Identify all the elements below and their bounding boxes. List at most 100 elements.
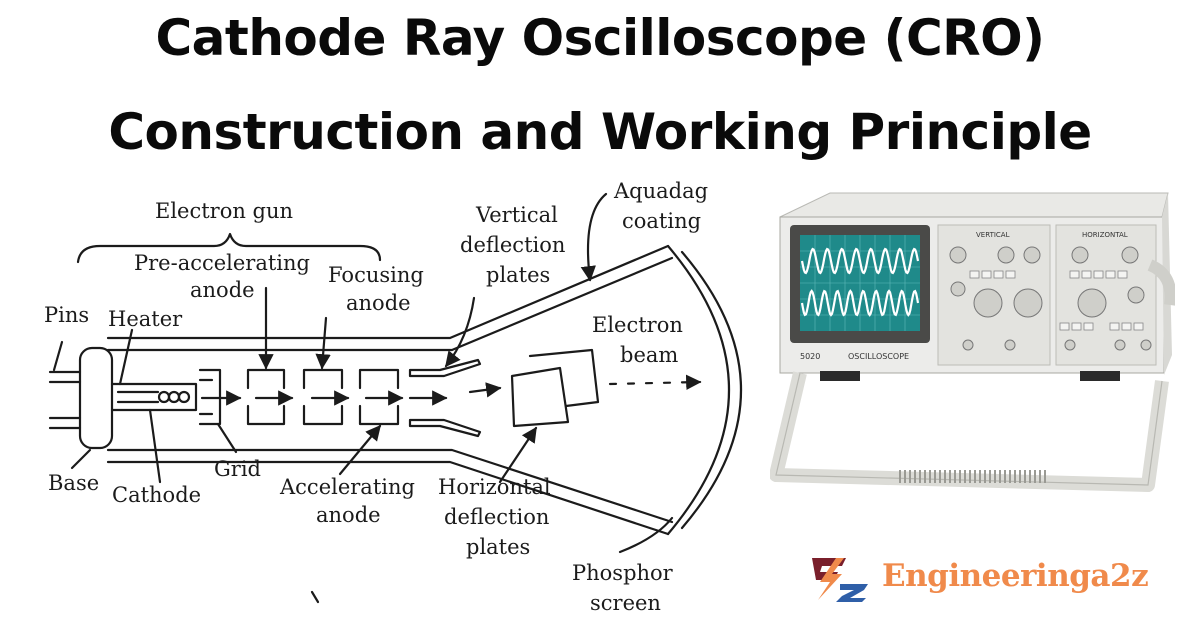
vertical-deflection-plate-bottom (408, 418, 482, 438)
scope-button (1059, 322, 1070, 331)
label-vertical-1: Vertical (475, 203, 558, 227)
scope-section-vertical: VERTICAL (976, 231, 1010, 239)
scope-knob (949, 246, 967, 264)
leader-aquadag (580, 192, 608, 282)
scope-knob (1121, 246, 1139, 264)
scope-foot-right (1080, 371, 1120, 381)
beam-arrow-6 (468, 382, 502, 398)
scope-knob (1064, 339, 1076, 351)
scope-knob (1023, 246, 1041, 264)
label-vertical-3: plates (486, 263, 550, 287)
heater-coil-2 (167, 390, 181, 404)
scope-trace-2 (800, 289, 920, 317)
heater-coil-1 (157, 390, 171, 404)
scope-knob (950, 281, 966, 297)
scope-button (1133, 322, 1144, 331)
label-horizontal-3: plates (466, 535, 530, 559)
leader-electron-gun-brace (76, 232, 382, 264)
leader-base (70, 448, 92, 470)
scope-knob (1077, 288, 1107, 318)
label-horizontal-2: deflection (444, 505, 549, 529)
scope-knob (1114, 339, 1126, 351)
cathode-cylinder (110, 382, 198, 412)
leader-horizontal-plates (498, 426, 538, 484)
scope-trace-1 (800, 247, 920, 275)
scope-button (1081, 270, 1092, 279)
tube-neck-inner-top (106, 256, 674, 352)
label-aquadag-2: coating (622, 209, 701, 233)
label-electron-gun: Electron gun (155, 199, 293, 223)
label-electron-beam-1: Electron (592, 313, 683, 337)
label-focusing-1: Focusing (328, 263, 424, 287)
label-heater: Heater (108, 307, 183, 331)
tube-neck-outer-bottom (106, 460, 670, 536)
label-pre-accelerating-2: anode (190, 278, 255, 302)
scope-button (1105, 270, 1116, 279)
label-phosphor-1: Phosphor (572, 561, 674, 585)
scope-section-horizontal: HORIZONTAL (1082, 231, 1128, 239)
scope-button (993, 270, 1004, 279)
cro-construction-diagram: Electron gun Pre-accelerating anode Focu… (44, 179, 742, 615)
horizontal-deflection-plate-back (528, 348, 600, 408)
focusing-anode (302, 368, 344, 426)
label-pins: Pins (44, 303, 89, 327)
label-pre-accelerating-1: Pre-accelerating (134, 251, 310, 275)
brand-name: Engineeringa2z (882, 558, 1149, 594)
stray-mark (310, 590, 320, 604)
scope-foot-left (820, 371, 860, 381)
scope-button (1069, 270, 1080, 279)
scope-knob (1071, 246, 1089, 264)
scope-name: OSCILLOSCOPE (848, 352, 909, 361)
scope-button (969, 270, 980, 279)
label-electron-beam-2: beam (620, 343, 678, 367)
label-cathode: Cathode (112, 483, 201, 507)
leader-heater (118, 328, 134, 386)
heater-coil-3 (177, 390, 191, 404)
accelerating-anode (358, 368, 400, 426)
brand-logo: Engineeringa2z (806, 552, 1186, 608)
scope-button (981, 270, 992, 279)
label-base: Base (48, 471, 99, 495)
scope-knob (1013, 288, 1043, 318)
vertical-deflection-plate-top (408, 358, 482, 378)
scope-handle (770, 371, 1169, 492)
oscilloscope-photo: 5020 OSCILLOSCOPE VERTICAL HORIZONTAL (770, 192, 1175, 492)
scope-button (1071, 322, 1082, 331)
scope-knob (997, 246, 1015, 264)
scope-button (1005, 270, 1016, 279)
horizontal-deflection-plate-front (510, 366, 570, 428)
scope-knob (1127, 286, 1145, 304)
leader-focusing (315, 316, 331, 370)
title-line-2: Construction and Working Principle (108, 103, 1092, 161)
scope-knob (962, 339, 974, 351)
leader-phosphor (618, 516, 674, 554)
scope-button (1117, 270, 1128, 279)
label-horizontal-1: Horizontal (438, 475, 551, 499)
scope-button (1109, 322, 1120, 331)
leader-pins (52, 340, 64, 372)
label-accelerating-2: anode (316, 503, 381, 527)
scope-case-top (779, 192, 1169, 218)
scope-knob (1004, 339, 1016, 351)
label-phosphor-2: screen (590, 591, 661, 615)
leader-grid (216, 422, 238, 454)
scope-button (1093, 270, 1104, 279)
leader-vertical-plates (444, 296, 476, 368)
label-aquadag-1: Aquadag (613, 179, 708, 203)
scope-knob (1140, 339, 1152, 351)
tube-neck-inner-bottom (106, 448, 674, 524)
label-focusing-2: anode (346, 291, 411, 315)
title-line-1: Cathode Ray Oscilloscope (CRO) (155, 9, 1045, 67)
leader-cathode (148, 408, 162, 484)
label-vertical-2: deflection (460, 233, 565, 257)
pre-accelerating-anode (246, 368, 286, 426)
label-grid: Grid (214, 457, 261, 481)
heater-wire (116, 390, 160, 404)
brand-logo-icon (812, 558, 868, 602)
phosphor-screen-outer (666, 244, 730, 536)
tube-base (78, 346, 114, 450)
beam-dashed-path (608, 374, 702, 391)
scope-knob (973, 288, 1003, 318)
label-accelerating-1: Accelerating (279, 475, 415, 499)
scope-button (1121, 322, 1132, 331)
